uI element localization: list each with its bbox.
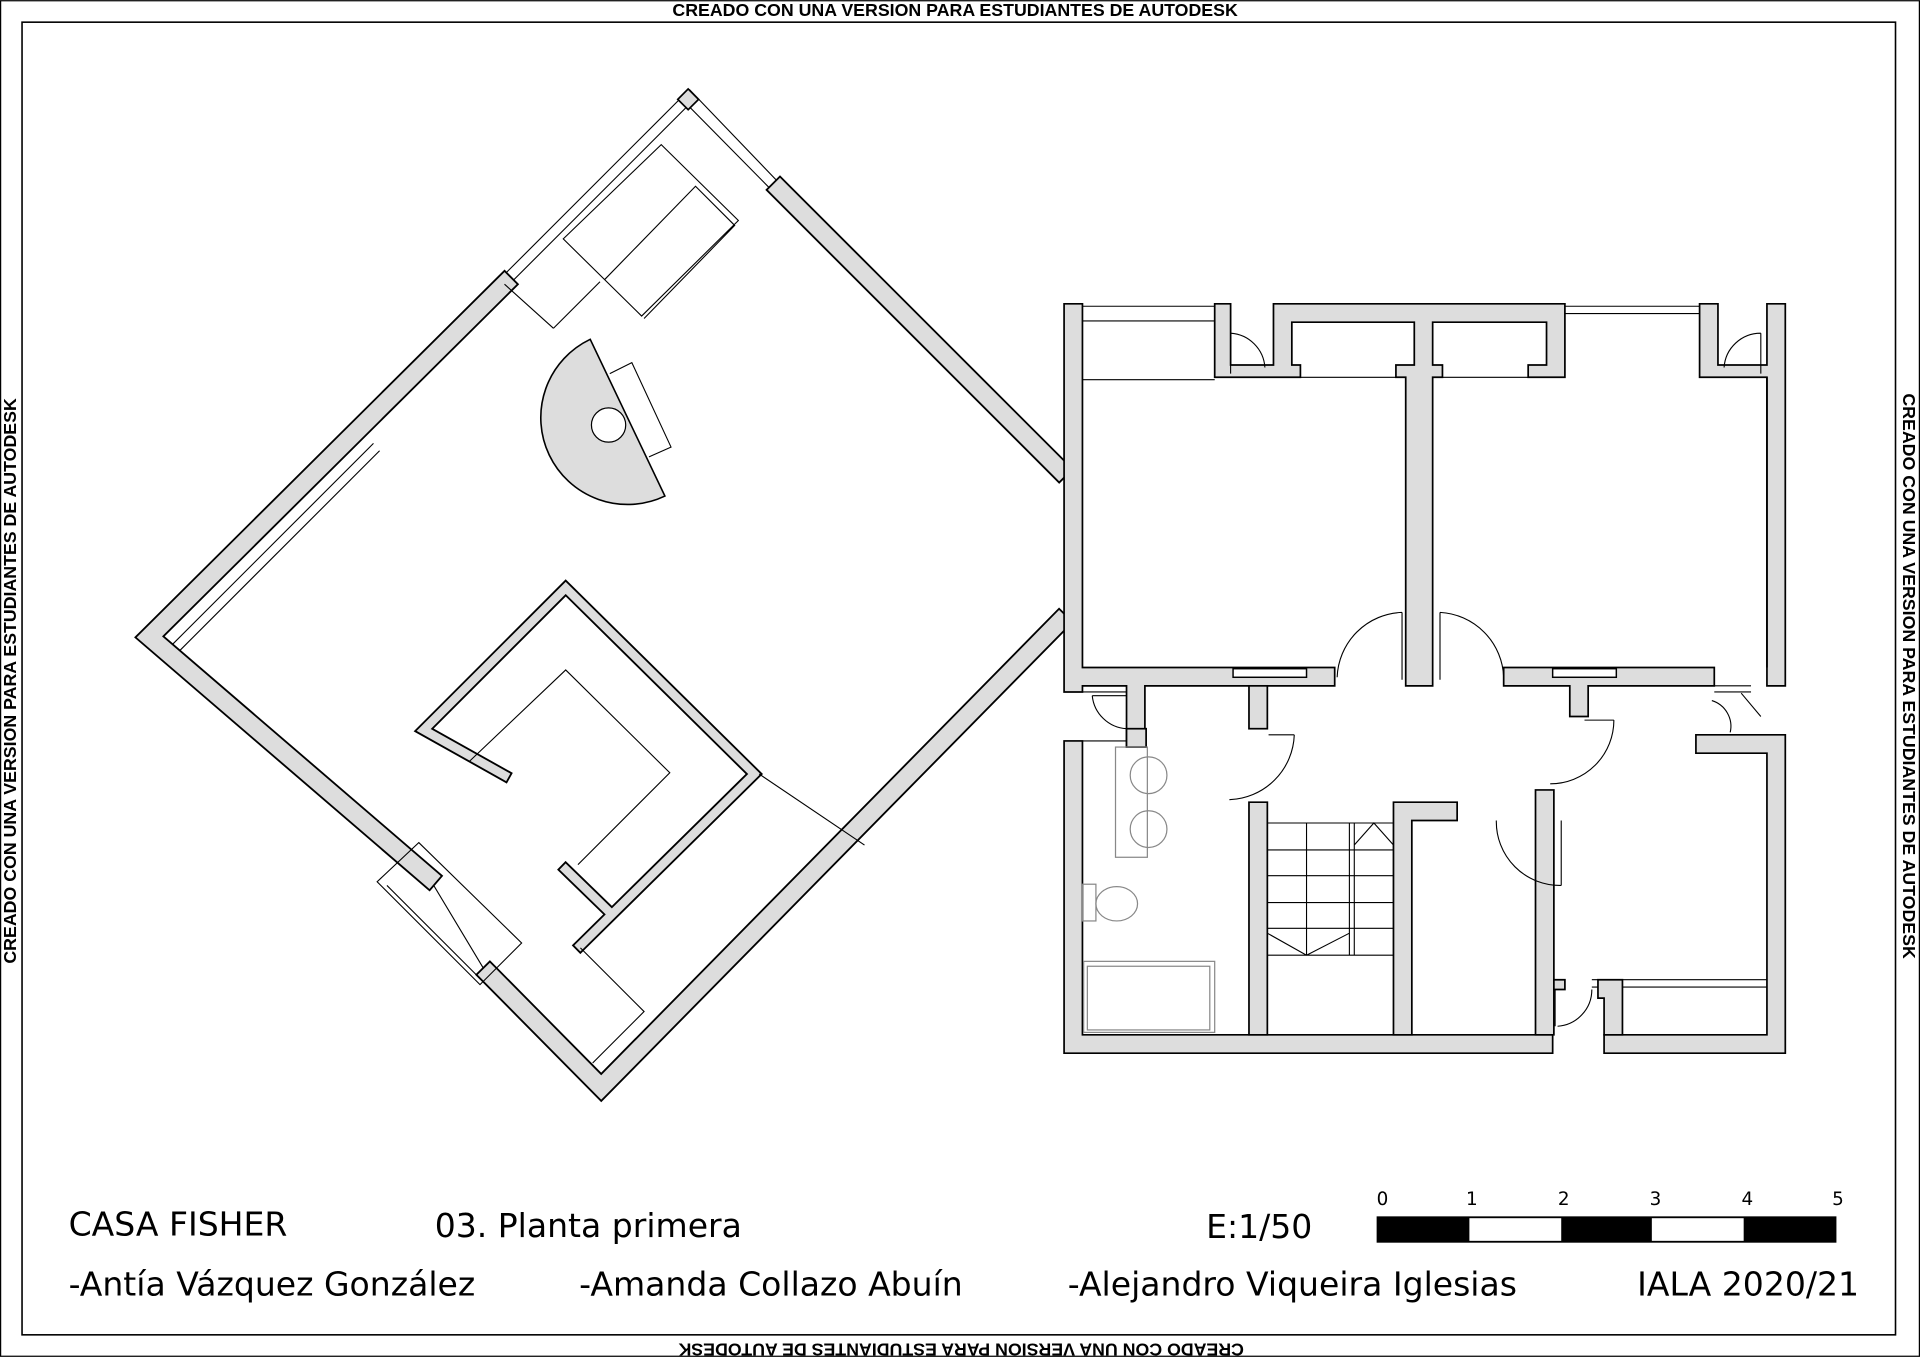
scale-tick-2: 2 [1558, 1189, 1570, 1210]
drawing-frame [21, 21, 1897, 1336]
watermark-right: CREADO CON UNA VERSION PARA ESTUDIANTES … [1899, 393, 1919, 959]
scale-label: E:1/50 [1206, 1207, 1312, 1246]
diamond-windows [171, 89, 778, 984]
walls [1063, 302, 1787, 1055]
project-title: CASA FISHER [69, 1205, 288, 1244]
scale-tick-1: 1 [1466, 1189, 1478, 1210]
doors [1091, 332, 1762, 1027]
scale-segment-2 [1561, 1217, 1652, 1242]
author-3: -Alejandro Viqueira Iglesias [1068, 1265, 1517, 1304]
scale-tick-5: 5 [1832, 1189, 1844, 1210]
graphic-scale-bar: 0 1 2 3 4 5 [1377, 1189, 1844, 1243]
watermark-left: CREADO CON UNA VERSION PARA ESTUDIANTES … [0, 398, 20, 964]
title-block: CASA FISHER 03. Planta primera E:1/50 -A… [69, 1205, 1859, 1304]
watermark-top: CREADO CON UNA VERSION PARA ESTUDIANTES … [672, 0, 1238, 20]
stairs [1267, 822, 1395, 956]
scale-segment-4 [1743, 1217, 1836, 1242]
diamond-furniture [376, 143, 865, 1064]
scale-segment-0 [1377, 1217, 1470, 1242]
course-label: IALA 2020/21 [1637, 1265, 1859, 1304]
scale-tick-4: 4 [1742, 1189, 1754, 1210]
scale-tick-0: 0 [1377, 1189, 1389, 1210]
sheet-title: 03. Planta primera [435, 1206, 742, 1245]
author-2: -Amanda Collazo Abuín [579, 1265, 963, 1304]
author-1: -Antía Vázquez González [69, 1265, 476, 1304]
bathroom-fixtures [1081, 746, 1216, 1033]
bedroom-wing [1063, 302, 1787, 1055]
diamond-walls [134, 87, 1074, 1103]
diamond-living-room [134, 87, 1074, 1103]
scale-tick-3: 3 [1650, 1189, 1662, 1210]
watermark-bottom: CREADO CON UNA VERSION PARA ESTUDIANTES … [678, 1339, 1244, 1357]
